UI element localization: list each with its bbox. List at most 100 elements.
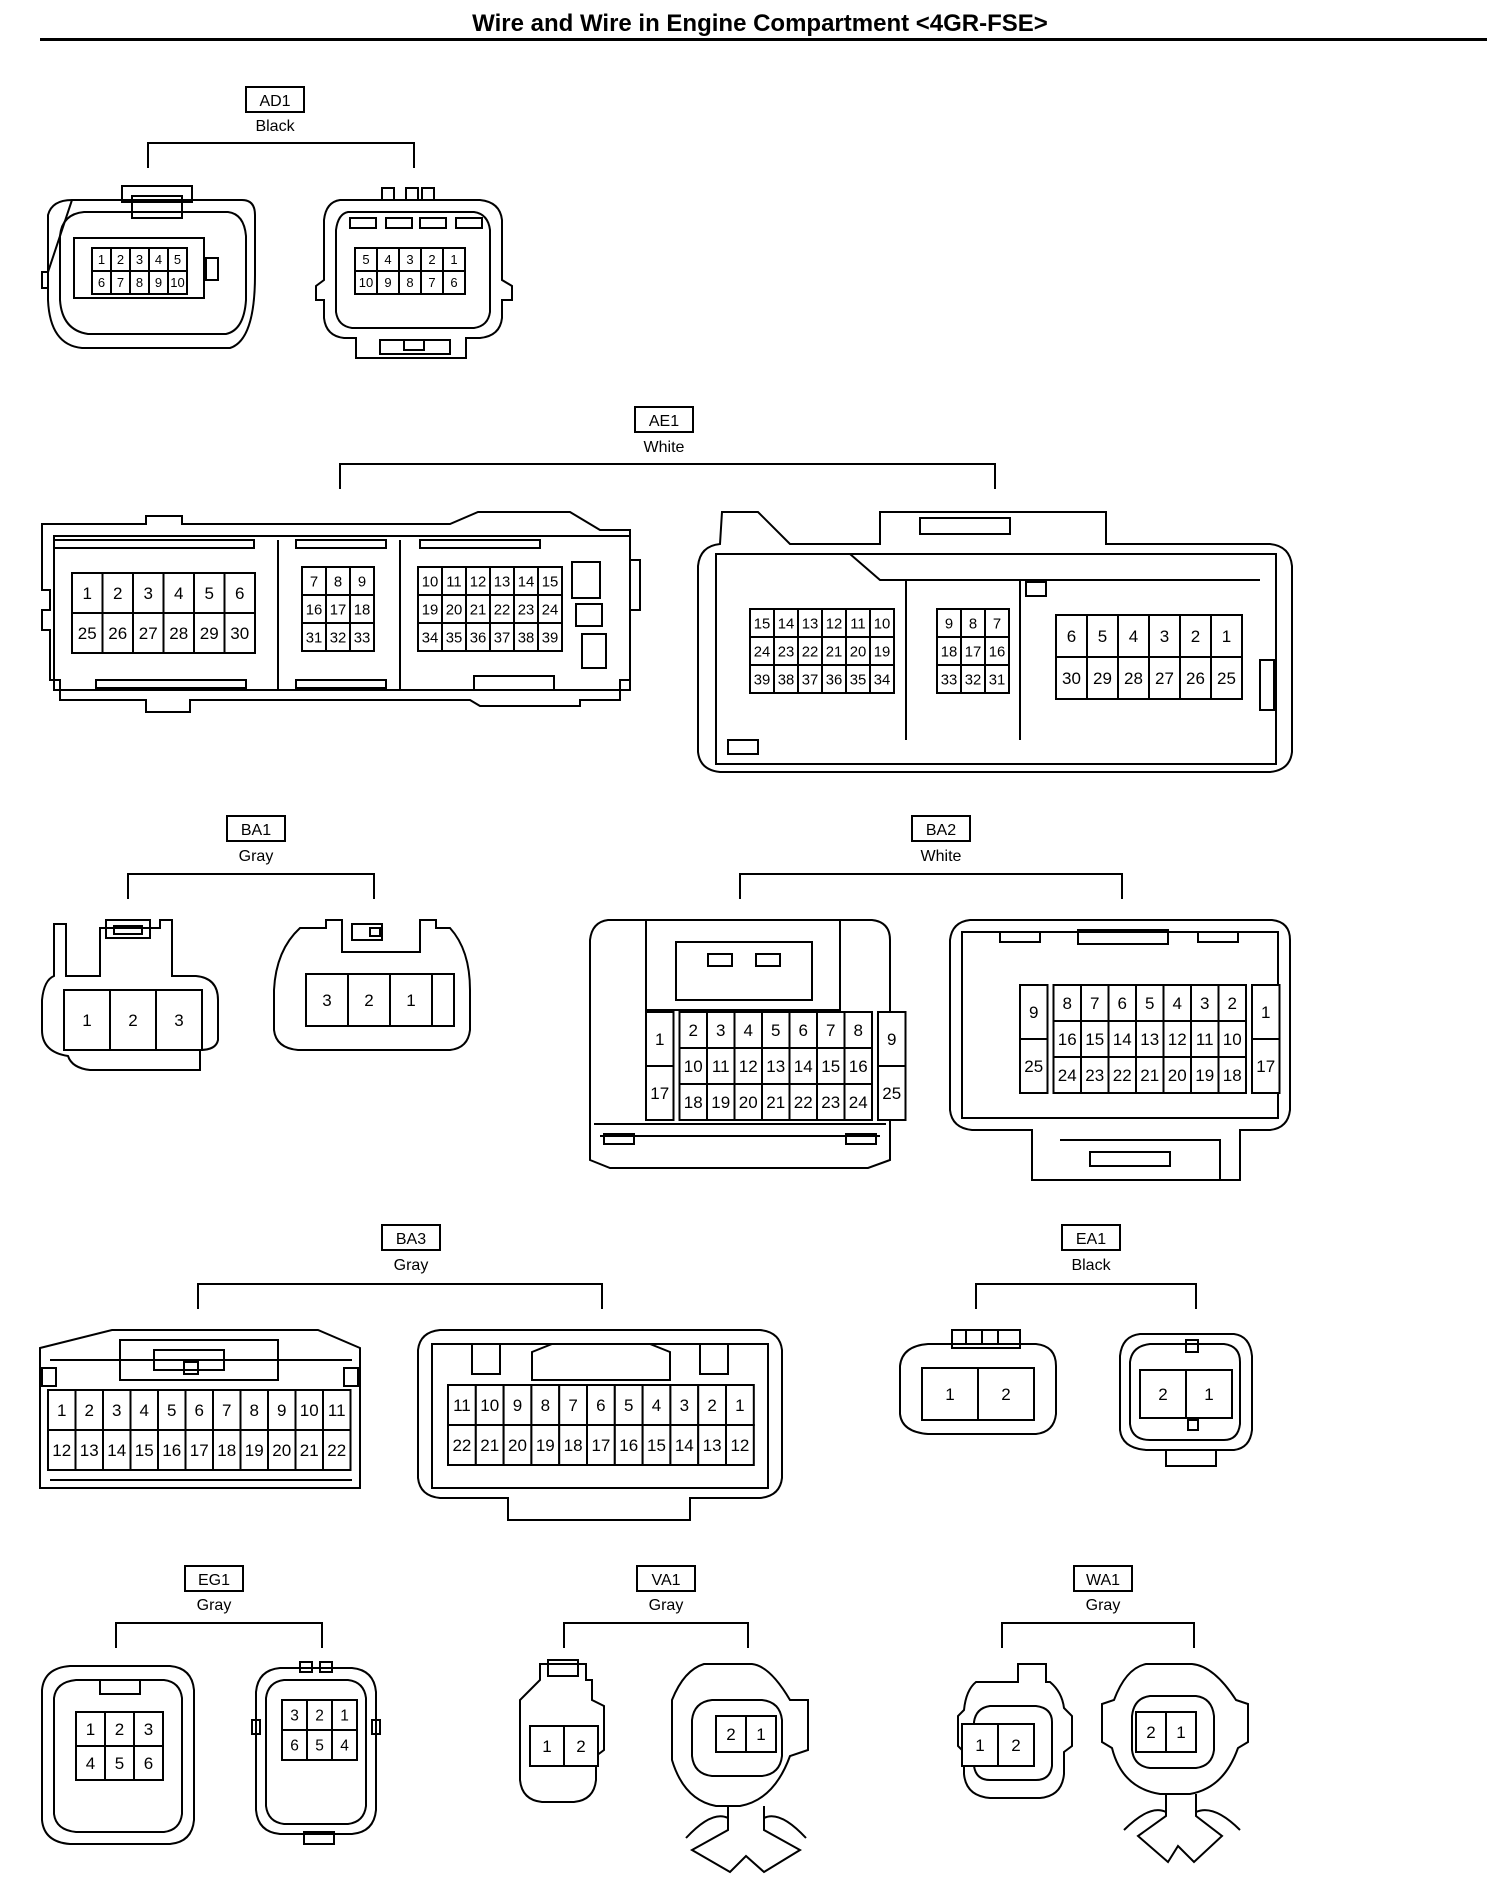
connector-color: Black xyxy=(1071,1257,1111,1274)
view-bracket xyxy=(1001,1622,1195,1648)
pin-number: 16 xyxy=(849,1057,868,1076)
pin-cell xyxy=(877,1065,907,1121)
pin-number: 5 xyxy=(624,1396,633,1415)
pin-number: 2 xyxy=(115,1720,124,1739)
pin-number: 12 xyxy=(730,1436,749,1455)
pin-cell xyxy=(1185,1369,1233,1419)
pin-number: 9 xyxy=(384,275,391,290)
connector-code: WA1 xyxy=(1086,1572,1120,1589)
pin-cell xyxy=(669,1384,700,1426)
pin-number: 16 xyxy=(1058,1030,1077,1049)
pin-cell xyxy=(1107,1056,1137,1094)
pin-number: 21 xyxy=(470,602,487,618)
page-title: Wire and Wire in Engine Compartment <4GR… xyxy=(472,10,1048,37)
pin-cell xyxy=(797,636,823,666)
code-label-box xyxy=(184,1565,244,1592)
pin-number: 12 xyxy=(470,574,487,590)
pin-number: 6 xyxy=(1067,627,1076,646)
connector-color: Gray xyxy=(649,1597,684,1614)
code-label-box xyxy=(911,815,971,842)
pin-cell xyxy=(788,1083,818,1121)
pin-cell xyxy=(843,1083,873,1121)
pin-cell xyxy=(745,1715,777,1753)
pin-cell xyxy=(984,636,1010,666)
pin-number: 19 xyxy=(245,1441,264,1460)
pin-number: 21 xyxy=(480,1436,499,1455)
pin-number: 19 xyxy=(422,602,439,618)
pin-number: 16 xyxy=(619,1436,638,1455)
pin-cell xyxy=(75,1711,106,1747)
pin-number: 2 xyxy=(1011,1736,1020,1755)
pin-number: 24 xyxy=(1058,1066,1077,1085)
pin-number: 5 xyxy=(1098,627,1107,646)
pin-cell xyxy=(1052,984,1082,1022)
pin-cell xyxy=(1217,1020,1247,1058)
pin-number: 21 xyxy=(1140,1066,1159,1085)
pin-cell xyxy=(417,622,443,652)
pin-number: 1 xyxy=(735,1396,744,1415)
code-label-box xyxy=(636,1565,696,1592)
pin-cell xyxy=(773,608,799,638)
pin-number: 18 xyxy=(217,1441,236,1460)
pin-number: 35 xyxy=(446,630,463,646)
connector-color: Gray xyxy=(394,1257,429,1274)
pin-number: 31 xyxy=(989,672,1006,688)
code-label-box xyxy=(1061,1224,1121,1251)
pin-cell xyxy=(1019,984,1049,1040)
connector-code: AE1 xyxy=(649,413,679,430)
pin-number: 2 xyxy=(576,1737,585,1756)
pin-number: 22 xyxy=(494,602,511,618)
pin-cell xyxy=(389,973,433,1027)
title-divider xyxy=(40,38,1487,41)
pin-cell xyxy=(1080,1056,1110,1094)
pin-number: 7 xyxy=(117,275,124,290)
code-label-box xyxy=(245,86,305,113)
pin-cell xyxy=(1117,656,1150,700)
pin-number: 14 xyxy=(778,616,795,632)
pin-number: 3 xyxy=(1200,994,1209,1013)
pin-number: 8 xyxy=(406,275,413,290)
pin-cell xyxy=(223,612,256,654)
pin-cell xyxy=(1162,1056,1192,1094)
pin-number: 21 xyxy=(826,644,843,660)
pin-number: 2 xyxy=(113,584,122,603)
connector-color: Gray xyxy=(197,1597,232,1614)
pin-number: 16 xyxy=(989,644,1006,660)
pin-number: 29 xyxy=(1093,669,1112,688)
pin-number: 14 xyxy=(1113,1030,1132,1049)
pin-number: 3 xyxy=(322,991,331,1010)
pin-number: 33 xyxy=(354,630,371,646)
pin-number: 17 xyxy=(330,602,347,618)
pin-number: 3 xyxy=(290,1708,299,1725)
pin-cell xyxy=(869,664,895,694)
pin-number: 18 xyxy=(684,1093,703,1112)
pin-cell xyxy=(193,612,226,654)
pin-cell xyxy=(1148,614,1181,658)
pin-number: 4 xyxy=(384,252,391,267)
pin-number: 7 xyxy=(1090,994,1099,1013)
pin-number: 5 xyxy=(771,1021,780,1040)
pin-number: 5 xyxy=(1145,994,1154,1013)
pin-cell xyxy=(133,1745,164,1781)
pin-cell xyxy=(325,622,351,652)
pin-cell xyxy=(442,270,466,295)
pin-cell xyxy=(843,1011,873,1049)
pin-number: 39 xyxy=(542,630,559,646)
pin-cell xyxy=(843,1047,873,1085)
pin-number: 4 xyxy=(744,1021,753,1040)
pin-cell xyxy=(1217,1056,1247,1094)
pin-cell xyxy=(997,1723,1035,1767)
pin-number: 4 xyxy=(1129,627,1138,646)
